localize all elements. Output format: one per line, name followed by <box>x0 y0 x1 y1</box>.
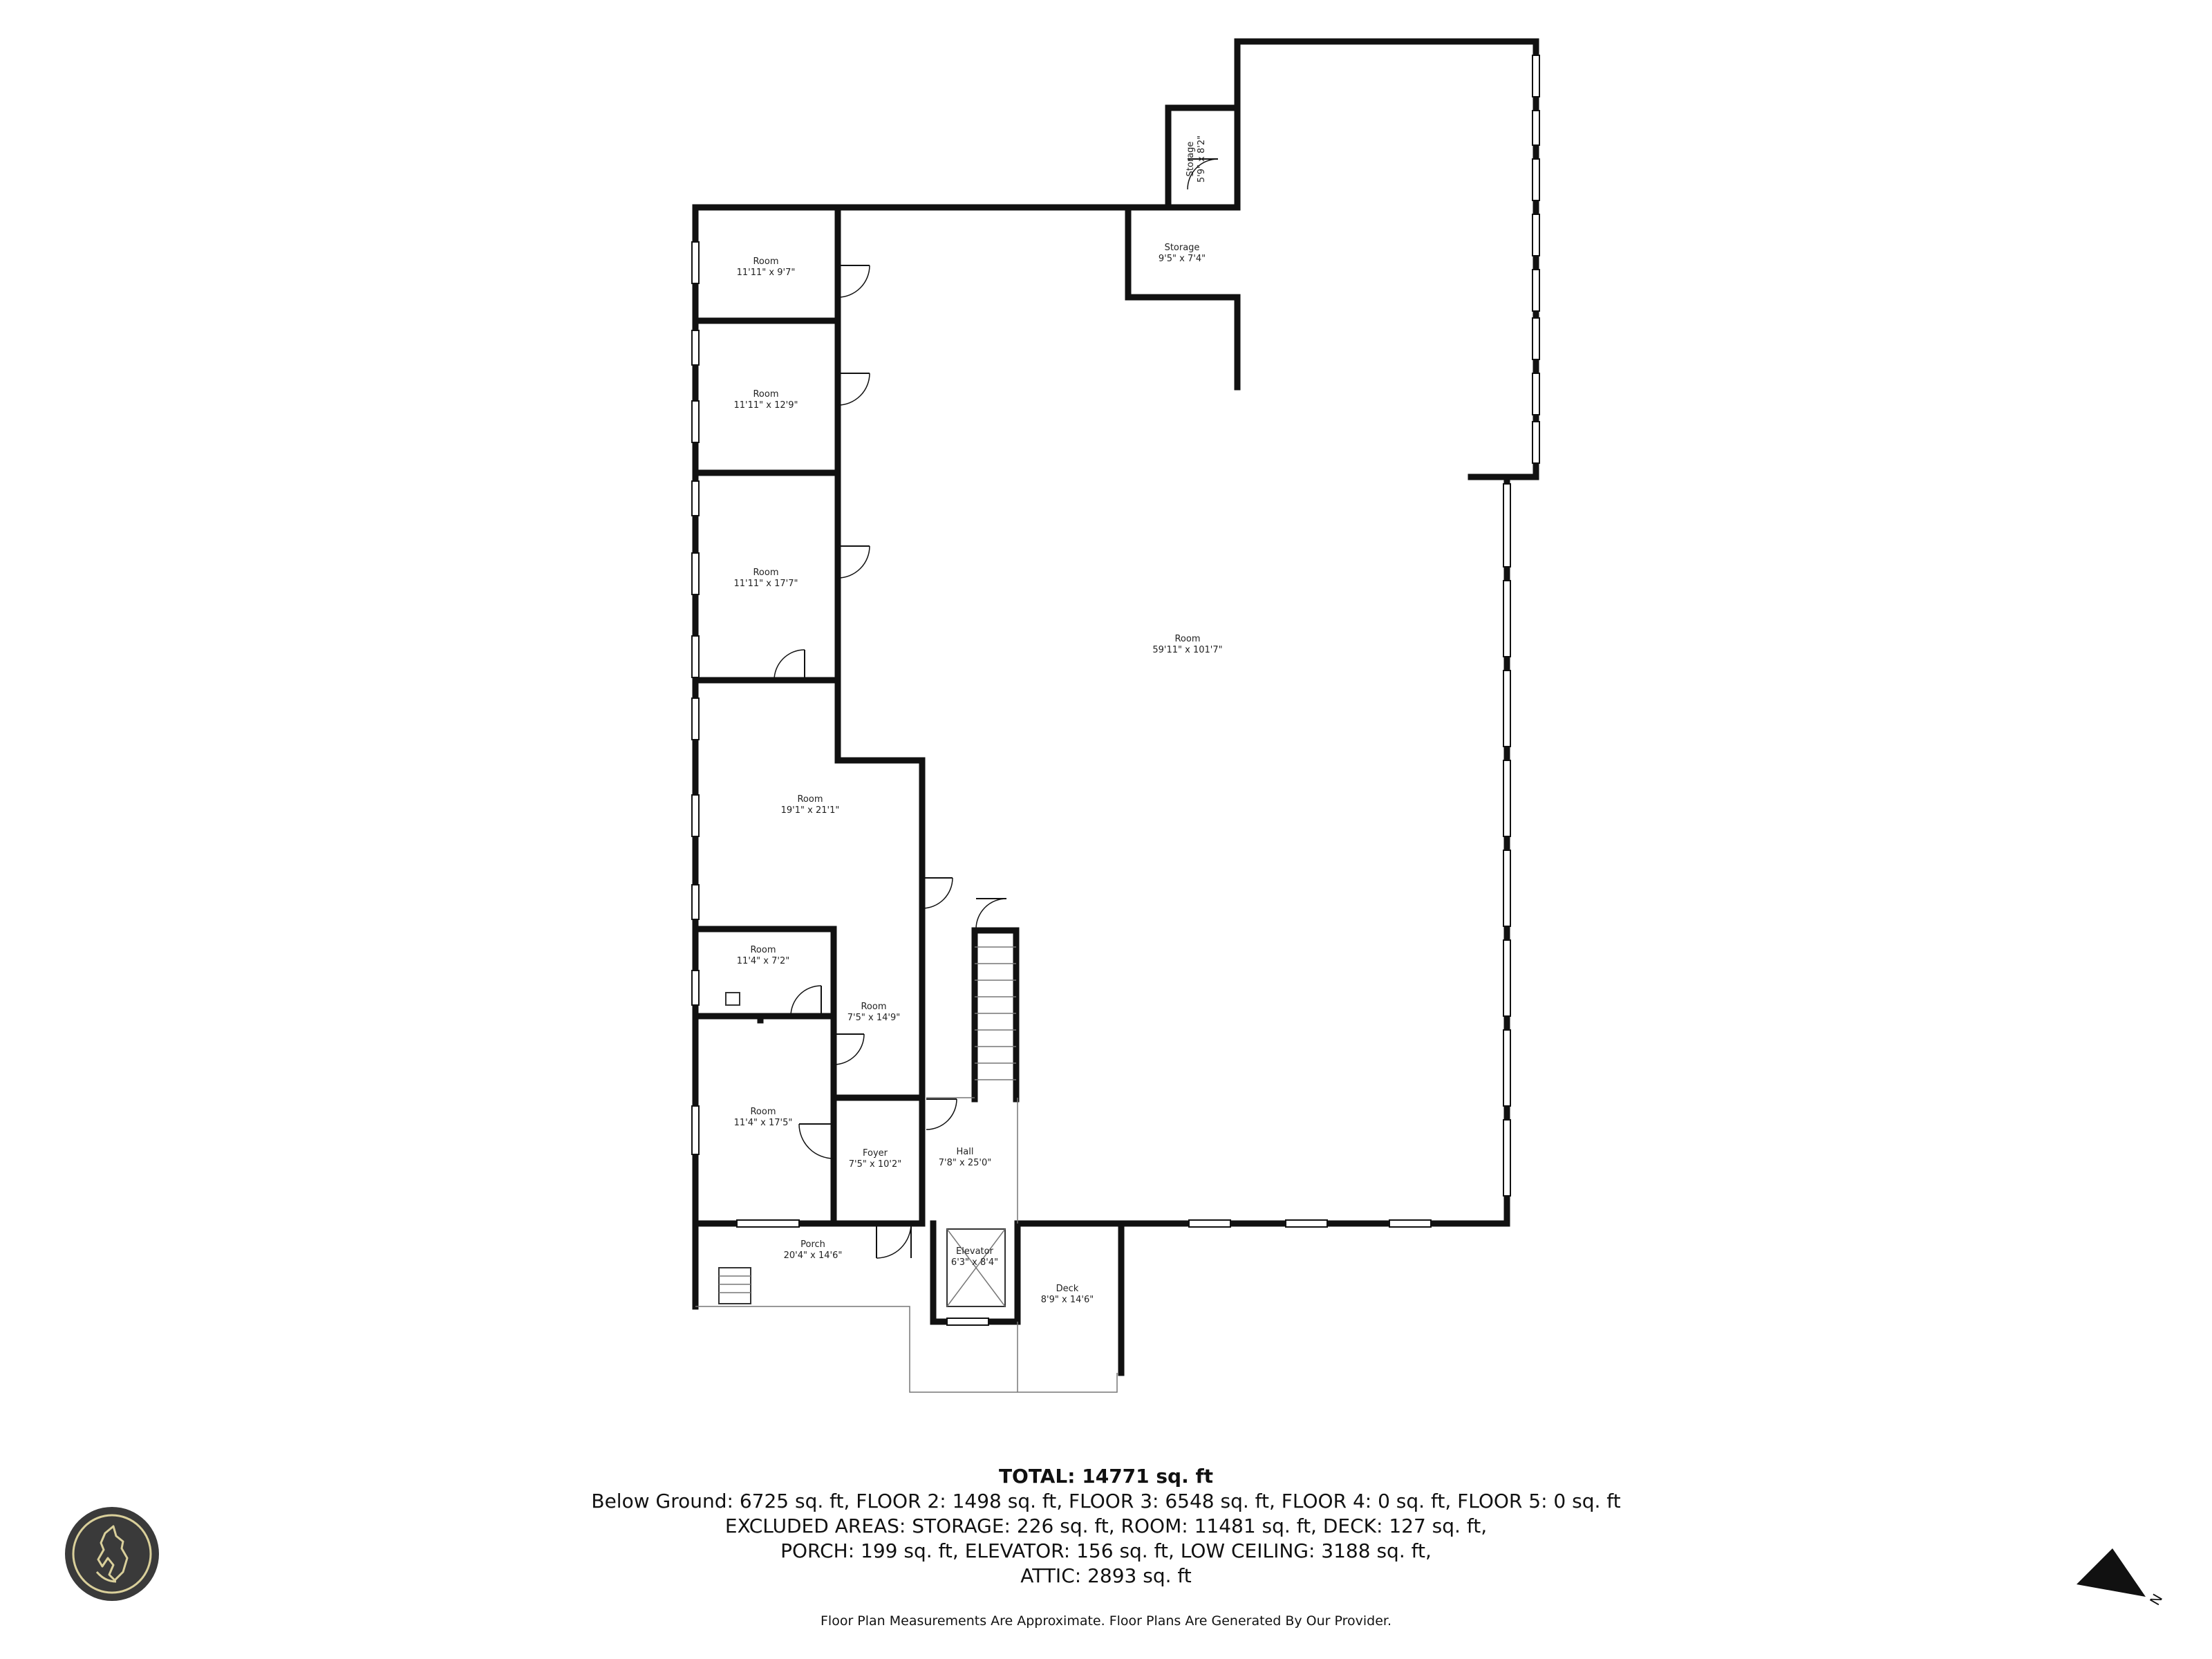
room-c-name: Room <box>753 568 778 578</box>
main-room-size: 59'11" x 101'7" <box>1152 645 1222 655</box>
room-e-name: Room <box>750 945 776 955</box>
porch-name: Porch <box>800 1239 825 1250</box>
room-g-size: 11'4" x 17'5" <box>734 1118 793 1128</box>
storage-mid-name: Storage <box>1165 243 1200 253</box>
room-e-size: 11'4" x 7'2" <box>737 956 789 966</box>
windows <box>691 55 1540 1326</box>
deck-name: Deck <box>1056 1284 1079 1294</box>
outlines <box>695 946 1118 1393</box>
room-b-size: 11'11" x 12'9" <box>734 400 798 411</box>
excluded-areas-line-1: EXCLUDED AREAS: STORAGE: 226 sq. ft, ROO… <box>724 1515 1488 1537</box>
total-area: TOTAL: 14771 sq. ft <box>998 1465 1214 1488</box>
excluded-areas-line-2: PORCH: 199 sq. ft, ELEVATOR: 156 sq. ft,… <box>780 1539 1432 1562</box>
hall-size: 7'8" x 25'0" <box>939 1158 991 1168</box>
room-d-name: Room <box>797 794 823 805</box>
doors <box>774 158 1219 1259</box>
room-g-name: Room <box>750 1107 776 1117</box>
walls <box>692 38 1539 1376</box>
room-a-name: Room <box>753 256 778 267</box>
storage-top-name: Storage <box>1185 142 1196 177</box>
floor-breakdown: Below Ground: 6725 sq. ft, FLOOR 2: 1498… <box>591 1490 1621 1512</box>
storage-top-size: 5'9" x 8'2" <box>1197 135 1207 182</box>
excluded-areas-line-3: ATTIC: 2893 sq. ft <box>1020 1564 1192 1587</box>
storage-mid-size: 9'5" x 7'4" <box>1159 254 1206 264</box>
wolf-logo-icon <box>65 1507 159 1601</box>
porch-size: 20'4" x 14'6" <box>784 1250 843 1261</box>
main-room-name: Room <box>1174 634 1200 644</box>
north-label: N <box>2146 1591 2166 1609</box>
room-f-name: Room <box>861 1002 886 1012</box>
disclaimer: Floor Plan Measurements Are Approximate.… <box>820 1613 1392 1629</box>
north-arrow-icon: N <box>2077 1548 2166 1609</box>
room-labels: Room 11'11" x 9'7" Room 11'11" x 12'9" R… <box>734 135 1223 1305</box>
area-summary: TOTAL: 14771 sq. ft Below Ground: 6725 s… <box>0 1464 2212 1588</box>
elevator-name: Elevator <box>956 1246 994 1257</box>
room-b-name: Room <box>753 389 778 400</box>
room-a-size: 11'11" x 9'7" <box>737 268 796 278</box>
deck-size: 8'9" x 14'6" <box>1041 1295 1094 1305</box>
foyer-name: Foyer <box>863 1148 888 1159</box>
room-c-size: 11'11" x 17'7" <box>734 579 798 589</box>
elevator-size: 6'3" x 8'4" <box>951 1257 998 1268</box>
room-f-size: 7'5" x 14'9" <box>847 1013 900 1023</box>
room-d-size: 19'1" x 21'1" <box>781 805 840 816</box>
foyer-size: 7'5" x 10'2" <box>849 1159 901 1170</box>
hall-name: Hall <box>957 1147 974 1157</box>
